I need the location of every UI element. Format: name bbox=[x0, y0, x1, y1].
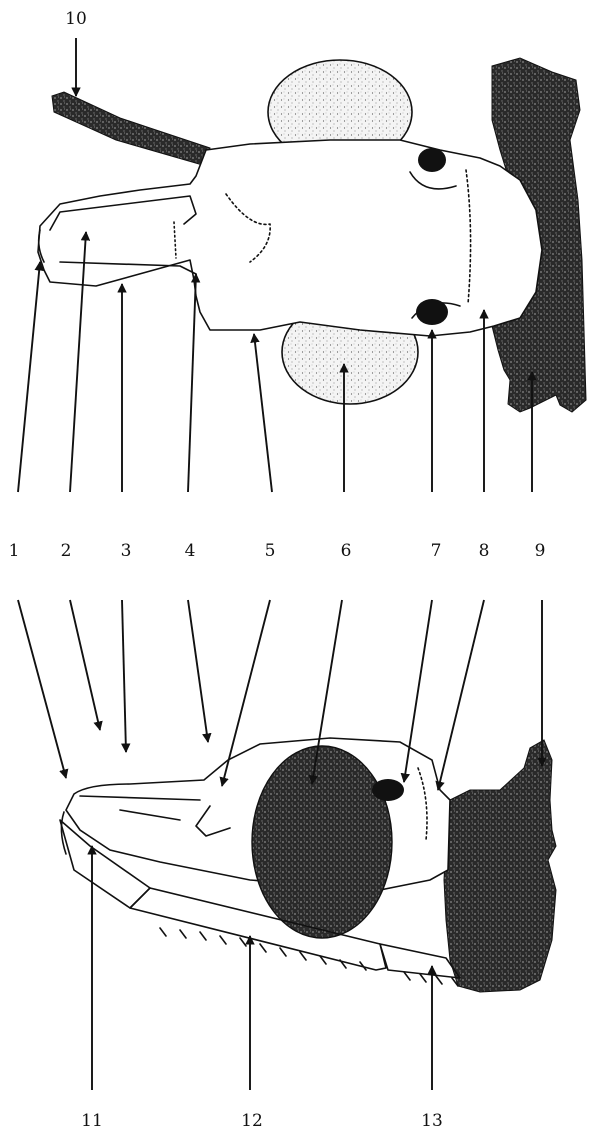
pronotum-lateral bbox=[444, 740, 556, 992]
arrow-3-bottom bbox=[122, 600, 126, 752]
lateral-view bbox=[60, 738, 556, 992]
label-1: 1 bbox=[9, 541, 20, 561]
arrow-4-bottom bbox=[188, 600, 208, 742]
ocellus-top bbox=[418, 148, 446, 172]
label-10: 10 bbox=[65, 9, 87, 29]
label-4: 4 bbox=[185, 541, 196, 561]
arrow-8-bottom bbox=[438, 600, 484, 790]
palp-segment bbox=[380, 944, 460, 978]
arrow-5-top bbox=[254, 334, 272, 492]
label-7: 7 bbox=[431, 541, 442, 561]
dorsal-view bbox=[38, 58, 586, 412]
label-6: 6 bbox=[341, 541, 352, 561]
antenna bbox=[52, 92, 210, 166]
label-12: 12 bbox=[241, 1111, 263, 1131]
label-5: 5 bbox=[265, 541, 276, 561]
ocellus-bottom bbox=[416, 299, 448, 325]
label-13: 13 bbox=[421, 1111, 443, 1131]
arrow-2-bottom bbox=[70, 600, 100, 730]
label-8: 8 bbox=[479, 541, 490, 561]
label-3: 3 bbox=[121, 541, 132, 561]
arrow-1-top bbox=[18, 262, 40, 492]
arrow-4-top bbox=[188, 274, 196, 492]
label-11: 11 bbox=[81, 1111, 103, 1131]
arrow-1-bottom bbox=[18, 600, 66, 778]
label-9: 9 bbox=[535, 541, 546, 561]
compound-eye-lateral bbox=[252, 746, 392, 938]
ocellus-lateral bbox=[372, 779, 404, 801]
label-2: 2 bbox=[61, 541, 72, 561]
